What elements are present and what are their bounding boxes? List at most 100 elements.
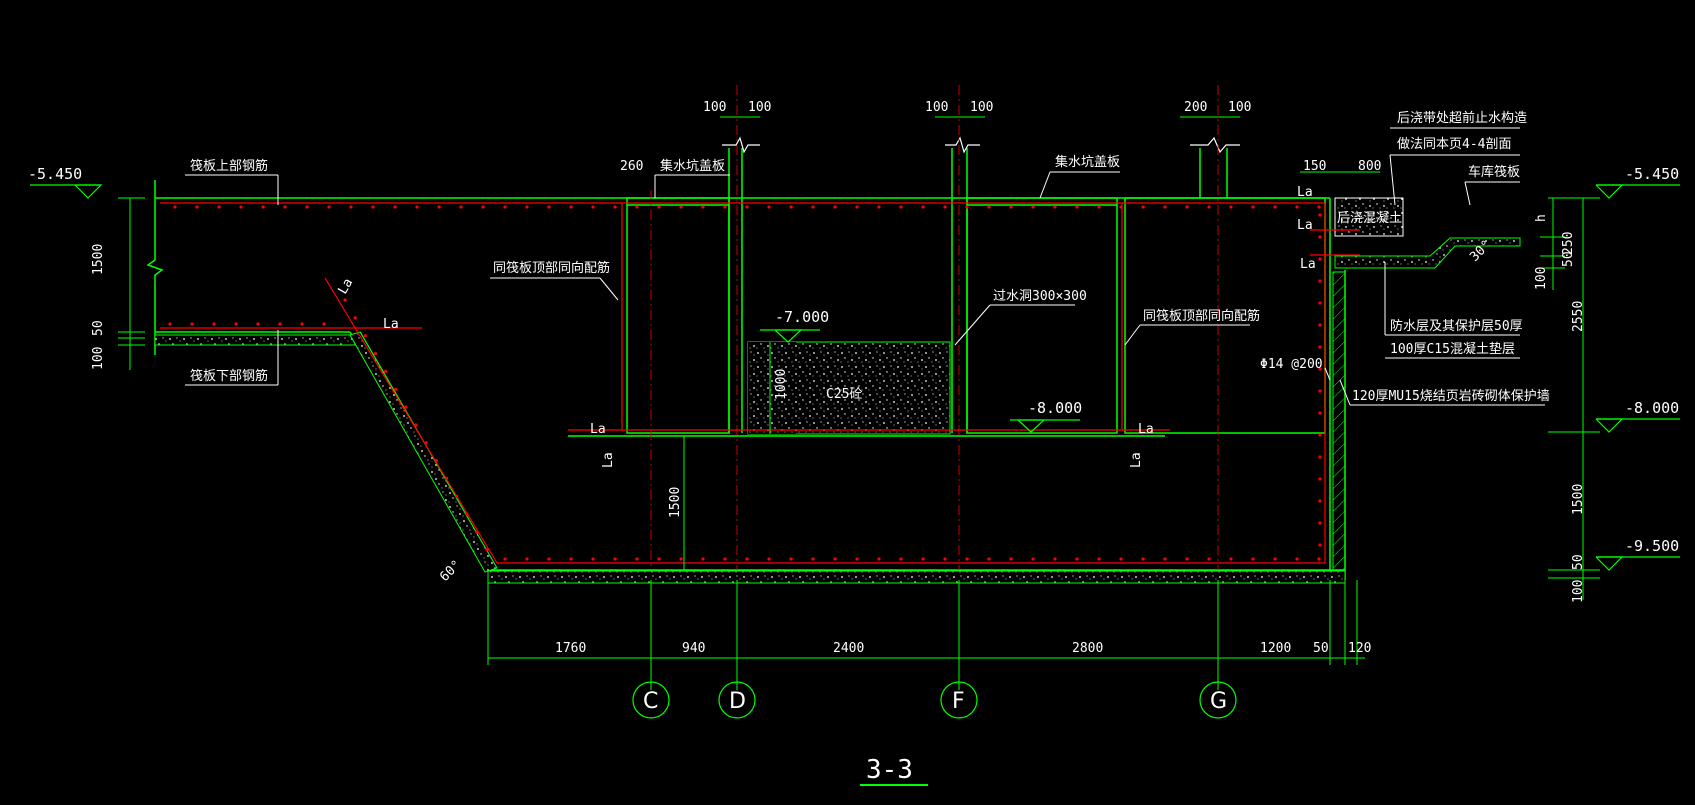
rebar-dot <box>503 205 507 209</box>
label-sump-cover-left: 集水坑盖板 <box>660 158 725 174</box>
rebar-dot <box>283 205 287 209</box>
dim-50-right: 50 <box>1561 251 1576 267</box>
axis-label-c: C <box>643 689 658 714</box>
rebar-dot <box>547 557 551 561</box>
rebar-dot <box>1053 205 1057 209</box>
elevation-right-top: -5.450 <box>1625 165 1679 183</box>
rebar-dot <box>1141 557 1145 561</box>
rebar-dot <box>921 557 925 561</box>
label-c15-cushion: 100厚C15混凝土垫层 <box>1390 341 1515 357</box>
rebar-dot <box>305 205 309 209</box>
rebar-dot <box>525 205 529 209</box>
rebar-dot <box>1141 205 1145 209</box>
dim-100-e: 100 <box>1228 100 1251 115</box>
rebar-dot <box>1009 557 1013 561</box>
rebar-dot <box>591 205 595 209</box>
dim-100-right: 100 <box>1534 267 1549 290</box>
label-sump-cover-right: 集水坑盖板 <box>1055 154 1120 170</box>
label-la-1: La <box>383 317 399 332</box>
rebar-dot <box>1163 205 1167 209</box>
rebar-dot <box>745 557 749 561</box>
axis-bubbles <box>632 681 1237 719</box>
dim-100-c: 100 <box>925 100 948 115</box>
rebar-dot <box>414 423 418 427</box>
rebar-dot <box>1273 557 1277 561</box>
rebar-dot <box>657 205 661 209</box>
dim-bottom-5: 50 <box>1313 641 1329 656</box>
rebar-dot <box>569 557 573 561</box>
rebar-dot <box>1318 433 1322 437</box>
rebar-dot <box>1207 557 1211 561</box>
column-break-symbols <box>722 136 1240 154</box>
leader-lines <box>185 127 1545 406</box>
rebar-dot <box>1318 367 1322 371</box>
rebar-dot <box>1295 557 1299 561</box>
rebar-dot <box>195 205 199 209</box>
rebar-dot <box>1075 205 1079 209</box>
rebar-dot <box>1318 345 1322 349</box>
rebar-dot <box>679 205 683 209</box>
rebar-dot <box>1318 477 1322 481</box>
rebar-dot <box>404 405 408 409</box>
rebar-dot <box>701 205 705 209</box>
rebar-dot <box>1185 557 1189 561</box>
rebar-dot <box>481 205 485 209</box>
rebar-dot <box>965 557 969 561</box>
rebar-dot <box>1075 557 1079 561</box>
rebar-dot <box>745 205 749 209</box>
rebar-dot <box>701 557 705 561</box>
rebar-dot <box>899 205 903 209</box>
rebar-dot <box>855 205 859 209</box>
structure-outline <box>146 148 1346 581</box>
rebar-dot <box>1185 205 1189 209</box>
rebar-dot <box>855 557 859 561</box>
rebar-dot <box>1318 521 1322 525</box>
dimension-lines <box>118 116 1600 690</box>
rebar-dot <box>173 205 177 209</box>
rebar-dot <box>1229 205 1233 209</box>
label-raft-bottom-rebar: 筏板下部钢筋 <box>190 368 268 384</box>
rebar-dot <box>190 322 194 326</box>
rebar-dot <box>343 298 347 302</box>
elevation-markers <box>30 184 1680 571</box>
rebar-dot <box>322 322 326 326</box>
label-post-pour-2: 做法同本页4-4剖面 <box>1397 137 1511 152</box>
rebar-dot <box>1318 213 1322 217</box>
rebar-dot <box>212 322 216 326</box>
axis-label-f: F <box>952 689 965 714</box>
dim-bottom-2: 2400 <box>833 641 864 656</box>
label-post-pour-concrete: 后浇混凝土 <box>1337 210 1402 226</box>
label-water-hole: 过水洞300×300 <box>993 289 1087 304</box>
dim-1500-left: 1500 <box>91 244 106 275</box>
label-garage-raft: 车库筏板 <box>1468 164 1520 180</box>
rebar-dot <box>569 205 573 209</box>
axis-label-g: G <box>1210 689 1227 714</box>
rebar-dot <box>525 557 529 561</box>
label-same-rebar-right: 同筏板顶部同向配筋 <box>1143 308 1260 324</box>
label-la-4: La <box>601 452 616 468</box>
rebar-dot <box>475 530 479 534</box>
dim-2550: 2550 <box>1571 301 1586 332</box>
rebar-dot <box>789 205 793 209</box>
rebar-dot <box>635 205 639 209</box>
label-protection-wall: 120厚MU15烧结页岩砖砌体保护墙 <box>1352 389 1550 404</box>
rebar-dot <box>1119 205 1123 209</box>
dim-100-a: 100 <box>703 100 726 115</box>
rebar-dot <box>485 548 489 552</box>
dim-50-right2: 50 <box>1571 554 1586 570</box>
rebar-dot <box>723 557 727 561</box>
dim-1500-right: 1500 <box>1571 484 1586 515</box>
rebar-dot <box>723 205 727 209</box>
rebar-dot <box>465 512 469 516</box>
rebar-dot <box>261 205 265 209</box>
rebar-dot <box>613 205 617 209</box>
rebar-dot <box>394 387 398 391</box>
rebar-dot <box>1318 455 1322 459</box>
label-post-pour-1: 后浇带处超前止水构造 <box>1397 110 1527 126</box>
dim-100-right2: 100 <box>1571 580 1586 603</box>
rebar-lines <box>160 202 1360 564</box>
rebar-dot <box>1119 557 1123 561</box>
rebar-dot <box>1097 557 1101 561</box>
rebar-dot <box>1053 557 1057 561</box>
rebar-dot <box>459 205 463 209</box>
